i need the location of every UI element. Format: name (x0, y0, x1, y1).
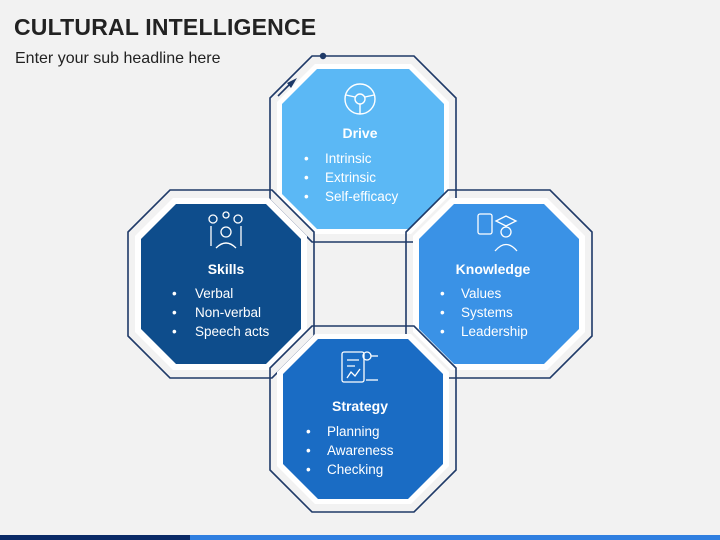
strategy-board-icon (341, 351, 378, 383)
steering-wheel-icon (344, 83, 376, 115)
drive-bullet-3: •Self-efficacy (304, 189, 399, 204)
graduate-reading-icon (477, 213, 518, 252)
skills-outline (127, 189, 315, 379)
strategy-bullet-3: •Checking (306, 462, 383, 477)
drive-heading: Drive (342, 125, 377, 141)
skills-bullet-1: •Verbal (172, 286, 233, 301)
node-knowledge: Knowledge •Values •Systems •Leadership (405, 189, 593, 379)
knowledge-bullet-2: •Systems (440, 305, 513, 320)
strategy-outline (269, 325, 457, 513)
person-ideas-icon (208, 211, 243, 249)
knowledge-outline (405, 189, 593, 379)
drive-bullet-2: •Extrinsic (304, 170, 376, 185)
arrow-start-dot (319, 52, 327, 60)
page-subtitle: Enter your sub headline here (15, 50, 221, 67)
node-skills: Skills •Verbal •Non-verbal •Speech acts (127, 189, 315, 379)
knowledge-octagon (419, 204, 579, 364)
bottom-accent-bar (0, 535, 720, 540)
knowledge-bullet-1: •Values (440, 286, 502, 301)
page-title: CULTURAL INTELLIGENCE (14, 14, 317, 40)
strategy-octagon (283, 339, 443, 499)
strategy-bullet-2: •Awareness (306, 443, 394, 458)
drive-octagon (282, 69, 444, 229)
skills-octagon (141, 204, 301, 364)
bottom-bar-dark (0, 535, 190, 540)
strategy-heading: Strategy (332, 398, 388, 414)
node-strategy: Strategy •Planning •Awareness •Checking (269, 325, 457, 513)
knowledge-heading: Knowledge (456, 261, 531, 277)
arrow-shaft (277, 81, 293, 97)
drive-bullet-1: •Intrinsic (304, 151, 372, 166)
skills-heading: Skills (208, 261, 245, 277)
skills-bullet-3: •Speech acts (172, 324, 270, 339)
node-drive: Drive •Intrinsic •Extrinsic •Self-effica… (269, 55, 457, 243)
strategy-bullet-1: •Planning (306, 424, 380, 439)
cycle-arrow (277, 52, 327, 97)
bottom-bar-light (190, 535, 720, 540)
skills-bullet-2: •Non-verbal (172, 305, 261, 320)
knowledge-bullet-3: •Leadership (440, 324, 528, 339)
